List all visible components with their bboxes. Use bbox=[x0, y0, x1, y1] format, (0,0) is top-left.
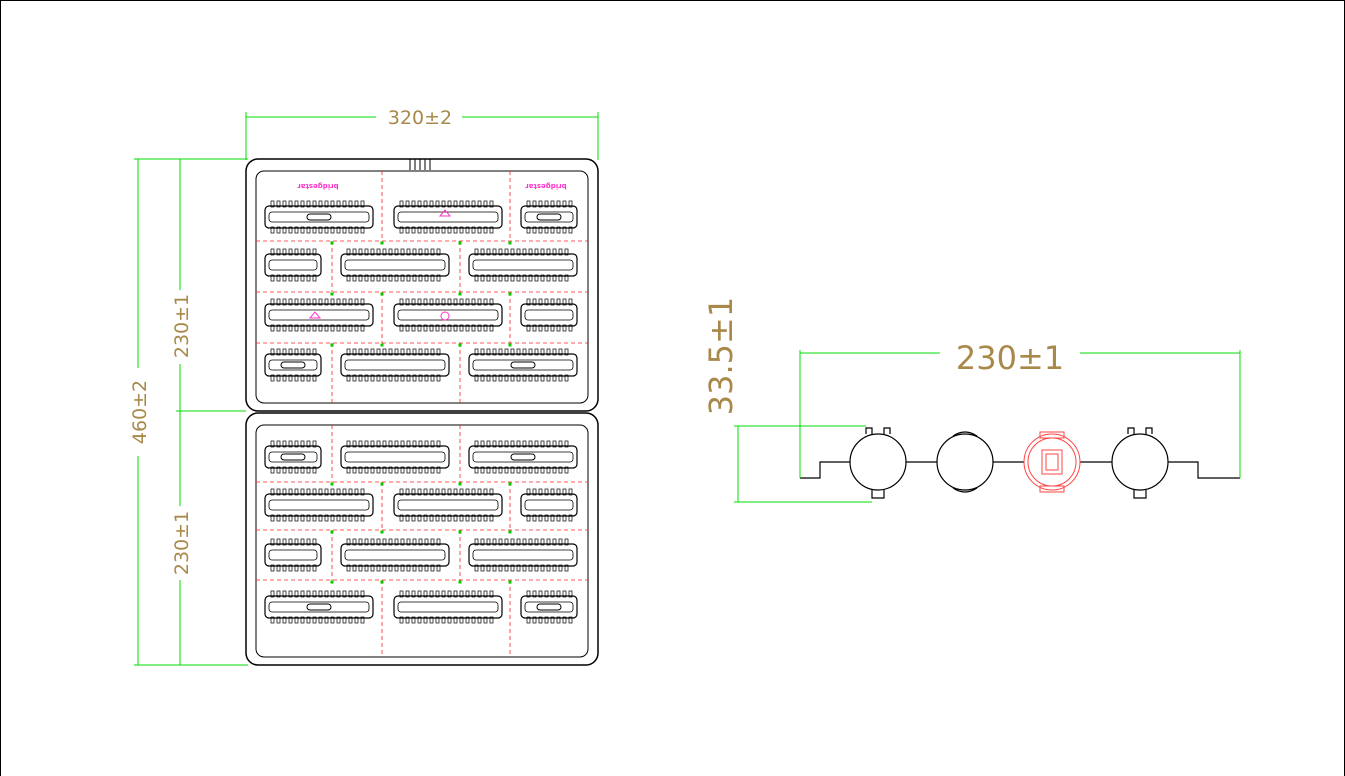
dimension-overall-height bbox=[134, 158, 248, 666]
locator-mark bbox=[380, 241, 384, 245]
brand-mark-right: bridgestar bbox=[525, 182, 567, 190]
locator-mark bbox=[380, 530, 384, 534]
cavity bbox=[393, 200, 503, 234]
locator-mark bbox=[458, 482, 462, 486]
locator-mark bbox=[508, 343, 512, 347]
cavity bbox=[264, 488, 374, 522]
cavity bbox=[393, 488, 503, 522]
cavity bbox=[468, 248, 578, 282]
recycle-logo-1 bbox=[438, 209, 452, 217]
locator-mark bbox=[330, 343, 334, 347]
locator-mark bbox=[508, 580, 512, 584]
dimension-lower-height-label: 230±1 bbox=[171, 511, 193, 575]
cavity bbox=[264, 590, 374, 624]
cavity bbox=[393, 590, 503, 624]
upper-tray-inner bbox=[255, 170, 589, 404]
cavity bbox=[340, 248, 450, 282]
locator-mark bbox=[380, 580, 384, 584]
lower-tray-outline bbox=[245, 412, 599, 666]
locator-mark bbox=[458, 292, 462, 296]
cavity bbox=[264, 538, 322, 572]
label-bg-side-length bbox=[940, 340, 1080, 370]
cavity bbox=[468, 440, 578, 474]
cavity bbox=[340, 348, 450, 382]
dimension-width-label: 320±2 bbox=[388, 107, 452, 129]
cavity bbox=[264, 200, 374, 234]
locator-mark bbox=[458, 580, 462, 584]
cavity bbox=[393, 298, 503, 332]
dimension-upper-height-label: 230±1 bbox=[171, 294, 193, 358]
dimension-height-label: 460±2 bbox=[129, 380, 151, 444]
locator-marks bbox=[330, 241, 512, 584]
highlighted-pocket bbox=[1023, 431, 1081, 493]
locator-mark bbox=[508, 241, 512, 245]
cut-lines-upper bbox=[256, 171, 588, 403]
cavity bbox=[520, 200, 578, 234]
dimension-side-thickness-label: 33.5±1 bbox=[702, 297, 740, 415]
dimension-upper-height bbox=[176, 159, 246, 412]
cavity bbox=[264, 440, 322, 474]
cavity bbox=[520, 590, 578, 624]
cavity bbox=[520, 488, 578, 522]
cavity bbox=[468, 348, 578, 382]
locator-mark bbox=[380, 482, 384, 486]
label-bg-height bbox=[128, 368, 150, 456]
cavity-group bbox=[264, 200, 578, 624]
cavity bbox=[264, 348, 322, 382]
lower-tray-inner bbox=[255, 424, 589, 658]
label-bg-upper bbox=[170, 290, 192, 364]
cavity bbox=[468, 538, 578, 572]
tray-top-view: bridgestar bridgestar bbox=[245, 158, 599, 666]
cavity bbox=[264, 298, 374, 332]
locator-mark bbox=[330, 580, 334, 584]
label-bg-lower bbox=[170, 506, 192, 580]
locator-mark bbox=[508, 482, 512, 486]
locator-mark bbox=[508, 292, 512, 296]
locator-mark bbox=[458, 241, 462, 245]
cavity bbox=[340, 440, 450, 474]
upper-tray-outline bbox=[245, 158, 599, 412]
cavity bbox=[520, 298, 578, 332]
locator-mark bbox=[330, 530, 334, 534]
locator-mark bbox=[458, 343, 462, 347]
locator-mark bbox=[330, 482, 334, 486]
recycle-logo-2 bbox=[308, 311, 322, 319]
locator-mark bbox=[380, 343, 384, 347]
dimension-side-thickness bbox=[734, 425, 872, 503]
locator-mark bbox=[508, 530, 512, 534]
cavity bbox=[340, 538, 450, 572]
label-bg-width bbox=[376, 106, 462, 126]
locator-mark bbox=[330, 241, 334, 245]
brand-mark-left: bridgestar bbox=[297, 182, 339, 190]
side-view-profile bbox=[800, 427, 1240, 499]
dimension-side-length-label: 230±1 bbox=[956, 339, 1064, 377]
recycle-logo-3 bbox=[440, 311, 450, 321]
locator-mark bbox=[458, 530, 462, 534]
locator-mark bbox=[380, 292, 384, 296]
locator-mark bbox=[330, 292, 334, 296]
cut-lines-lower bbox=[256, 425, 588, 657]
cavity bbox=[264, 248, 322, 282]
top-hinge bbox=[409, 159, 431, 170]
